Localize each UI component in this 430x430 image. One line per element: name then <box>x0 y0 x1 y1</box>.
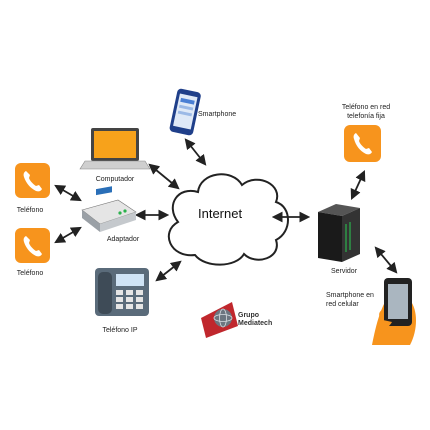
telefono-ip-label: Teléfono IP <box>102 327 138 334</box>
hand-smartphone-icon <box>372 278 416 345</box>
servidor-label: Servidor <box>330 268 358 275</box>
smartphone-celular-label: Smartphone en red celular <box>326 291 374 309</box>
telefono-fija-line2: telefonía fija <box>347 113 385 120</box>
arrow-telefono1-adaptador <box>54 184 82 202</box>
smartphone-label: Smartphone <box>198 111 237 118</box>
logo-line2: Mediatech <box>238 320 273 327</box>
computador-label: Computador <box>95 176 135 183</box>
internet-cloud-icon <box>167 173 289 266</box>
logo-text: Grupo Mediatech <box>238 312 272 328</box>
arrow-telefono2-adaptador <box>54 226 82 244</box>
phone-handset-icon <box>15 163 50 198</box>
adaptador-label: Adaptador <box>106 236 140 243</box>
smartphone-celular-line1: Smartphone en <box>326 292 374 299</box>
phone-handset-icon <box>344 125 381 162</box>
adapter-icon <box>81 186 137 232</box>
telefono-fija-label: Teléfono en red telefonía fija <box>342 103 390 121</box>
telefono-fija-line1: Teléfono en red <box>341 104 391 111</box>
phone-handset-icon <box>15 228 50 263</box>
arrow-smartphone-internet <box>184 138 207 166</box>
arrow-telefonoip-internet <box>155 260 182 282</box>
laptop-icon <box>79 128 151 170</box>
telefono-1-label: Teléfono <box>16 207 44 214</box>
connection-arrows <box>54 138 398 282</box>
arrow-servidor-fija <box>350 170 366 200</box>
globe-logo-icon <box>201 302 238 338</box>
telefono-2-label: Teléfono <box>16 270 44 277</box>
server-icon <box>318 204 360 262</box>
internet-label: Internet <box>198 206 243 221</box>
smartphone-celular-line2: red celular <box>326 301 359 308</box>
arrow-servidor-celular <box>374 246 398 274</box>
smartphone-icon <box>169 88 201 136</box>
ip-phone-icon <box>95 268 149 316</box>
arrow-computador-internet <box>148 163 180 190</box>
logo-line1: Grupo <box>238 312 259 319</box>
